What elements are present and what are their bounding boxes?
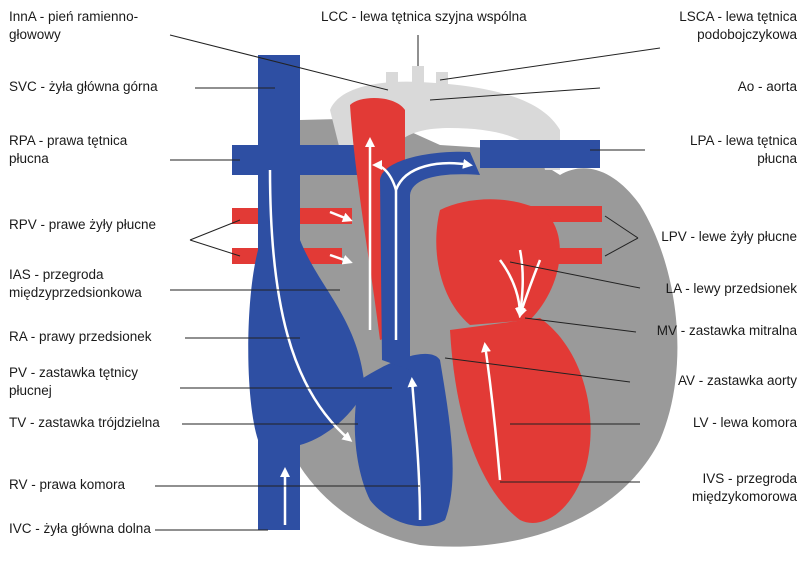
label-lpv: LPV - lewe żyły płucne [661,228,797,246]
label-inna: InnA - pień ramienno- głowowy [9,8,138,44]
left-atrium [436,199,560,325]
label-lv: LV - lewa komora [693,414,797,432]
left-pulmonary-artery [480,140,600,168]
label-mv: MV - zastawka mitralna [657,322,797,340]
label-ao: Ao - aorta [738,78,797,96]
label-ias: IAS - przegroda międzyprzedsionkowa [9,266,142,302]
label-rpa: RPA - prawa tętnica płucna [9,132,127,168]
label-av: AV - zastawka aorty [678,372,797,390]
label-lsca: LSCA - lewa tętnica podobojczykowa [679,8,797,44]
label-svc: SVC - żyła główna górna [9,78,158,96]
label-pv: PV - zastawka tętnicy płucnej [9,364,138,400]
label-ivc: IVC - żyła główna dolna [9,520,151,538]
label-ra: RA - prawy przedsionek [9,328,152,346]
label-rv: RV - prawa komora [9,476,125,494]
left-subclavian-artery [436,72,448,94]
label-rpv: RPV - prawe żyły płucne [9,216,156,234]
label-lcc: LCC - lewa tętnica szyjna wspólna [321,8,527,26]
label-ivs: IVS - przegroda międzykomorowa [692,470,797,506]
label-lpa: LPA - lewa tętnica płucna [690,132,797,168]
label-la: LA - lewy przedsionek [666,280,797,298]
left-carotid-artery [412,66,424,90]
label-tv: TV - zastawka trójdzielna [9,414,160,432]
brachiocephalic-trunk [386,72,398,94]
